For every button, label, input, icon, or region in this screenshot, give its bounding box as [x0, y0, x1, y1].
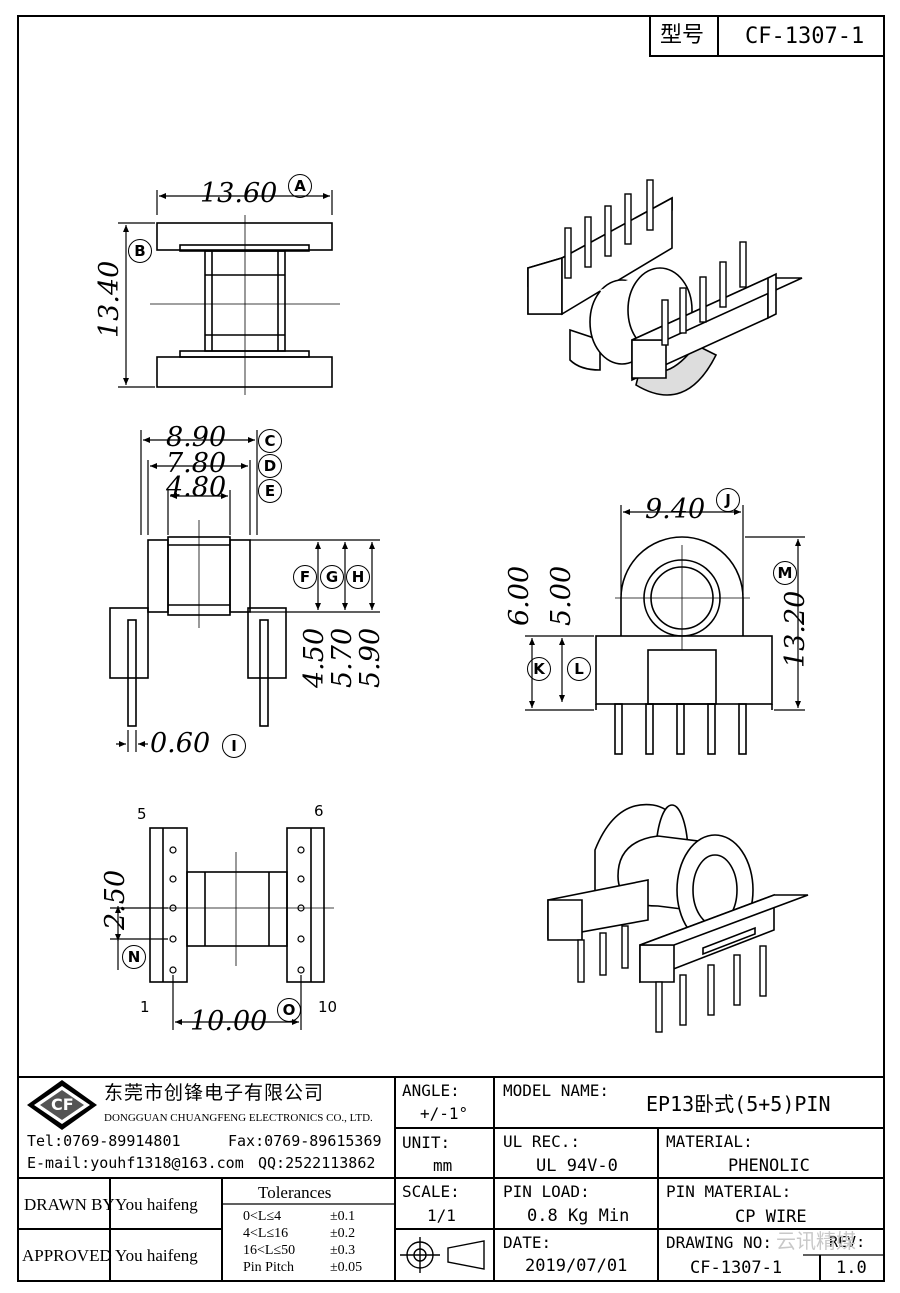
dim-a-value: 13.60 — [200, 178, 278, 209]
dims-side — [116, 430, 380, 752]
approved-value: You haifeng — [115, 1246, 198, 1265]
tolerance-value-3: ±0.05 — [330, 1260, 363, 1275]
tolerance-range-0: 0<L≤4 — [243, 1209, 282, 1224]
marker-i: I — [222, 734, 246, 758]
tolerance-range-3: Pin Pitch — [243, 1260, 294, 1275]
pin-label-10: 10 — [318, 998, 338, 1016]
company-name-en: DONGGUAN CHUANGFENG ELECTRONICS CO., LTD… — [104, 1112, 373, 1124]
model-label: 型号 — [660, 23, 705, 48]
company-tel: Tel:0769-89914801 — [27, 1132, 181, 1150]
angle-value: +/-1° — [420, 1104, 469, 1123]
approved-label: APPROVED — [22, 1246, 112, 1265]
pin-label-6: 6 — [314, 802, 324, 820]
drawn-by-label: DRAWN BY — [24, 1195, 115, 1214]
drawing-no-label: DRAWING NO: — [666, 1233, 772, 1252]
isometric-view-bottom — [547, 803, 809, 1033]
ul-label: UL REC.: — [503, 1132, 581, 1151]
marker-l: L — [567, 657, 591, 681]
pin-material-value: CP WIRE — [735, 1207, 807, 1227]
date-label: DATE: — [503, 1233, 552, 1252]
company-email: E-mail:youhf1318@163.com — [27, 1154, 244, 1172]
marker-o: O — [277, 998, 301, 1022]
dim-d-value: 7.80 — [166, 448, 227, 479]
angle-label: ANGLE: — [402, 1081, 460, 1100]
company-name-cn: 东莞市创锋电子有限公司 — [104, 1082, 325, 1104]
company-qq: QQ:2522113862 — [258, 1154, 376, 1172]
dim-l-value: 5.00 — [546, 565, 577, 626]
front-view — [150, 215, 340, 395]
unit-value: mm — [433, 1156, 453, 1175]
marker-f: F — [293, 565, 317, 589]
company-logo — [27, 1080, 97, 1130]
dim-c-value: 8.90 — [166, 422, 227, 453]
tolerance-value-2: ±0.3 — [330, 1243, 356, 1258]
tolerance-range-1: 4<L≤16 — [243, 1226, 289, 1241]
marker-d: D — [258, 454, 282, 478]
dim-b — [118, 222, 155, 388]
model-number: CF-1307-1 — [745, 24, 865, 49]
dims-bottom — [110, 906, 302, 1030]
dim-k-value: 6.00 — [504, 565, 535, 626]
header-model-box — [649, 15, 885, 57]
tolerance-value-0: ±0.1 — [330, 1209, 356, 1224]
rev-value: 1.0 — [836, 1258, 867, 1278]
tolerance-range-2: 16<L≤50 — [243, 1243, 296, 1258]
marker-n: N — [122, 945, 146, 969]
dim-i-value: 0.60 — [150, 728, 211, 759]
drawn-by-value: You haifeng — [115, 1195, 198, 1214]
scale-value: 1/1 — [427, 1206, 456, 1225]
company-fax: Fax:0769-89615369 — [228, 1132, 382, 1150]
pin-label-1: 1 — [140, 998, 150, 1016]
projection-symbol — [400, 1237, 485, 1273]
dim-m-value: 13.20 — [780, 590, 811, 668]
rev-label: REV: — [829, 1233, 866, 1251]
dim-g-value: 5.70 — [327, 627, 358, 688]
dim-n-value: 2.50 — [100, 869, 131, 930]
dim-j-value: 9.40 — [645, 494, 706, 525]
dim-e-value: 4.80 — [166, 472, 227, 503]
marker-e: E — [258, 479, 282, 503]
isometric-view-top — [527, 179, 803, 396]
marker-b: B — [128, 239, 152, 263]
model-name-label: MODEL NAME: — [503, 1081, 609, 1100]
pin-load-value: 0.8 Kg Min — [527, 1206, 630, 1226]
scale-label: SCALE: — [402, 1182, 460, 1201]
material-value: PHENOLIC — [728, 1156, 810, 1176]
dim-f-value: 4.50 — [299, 627, 330, 688]
end-view — [595, 536, 773, 755]
side-view — [109, 520, 287, 727]
pin-load-label: PIN LOAD: — [503, 1182, 590, 1201]
marker-j: J — [716, 488, 740, 512]
drawing-no-value: CF-1307-1 — [690, 1258, 783, 1278]
dim-b-value: 13.40 — [94, 260, 125, 338]
date-value: 2019/07/01 — [525, 1256, 628, 1276]
title-block-grid — [18, 1076, 884, 1281]
sheet-border — [17, 15, 885, 1282]
watermark-text: 云讯精媒 — [776, 1229, 856, 1253]
dim-o-value: 10.00 — [190, 1006, 268, 1037]
tolerance-value-1: ±0.2 — [330, 1226, 356, 1241]
marker-h: H — [346, 565, 370, 589]
model-name-value: EP13卧式(5+5)PIN — [646, 1092, 831, 1116]
pin-label-5: 5 — [137, 805, 147, 823]
material-label: MATERIAL: — [666, 1132, 753, 1151]
logo-text: CF — [51, 1095, 74, 1114]
bottom-view — [140, 827, 334, 983]
tolerances-title: Tolerances — [258, 1183, 332, 1202]
marker-m: M — [773, 561, 797, 585]
unit-label: UNIT: — [402, 1133, 451, 1152]
dim-h-value: 5.90 — [355, 627, 386, 688]
marker-g: G — [320, 565, 344, 589]
marker-a: A — [288, 174, 312, 198]
pin-material-label: PIN MATERIAL: — [666, 1182, 792, 1201]
marker-c: C — [258, 429, 282, 453]
marker-k: K — [527, 657, 551, 681]
ul-value: UL 94V-0 — [536, 1156, 618, 1176]
